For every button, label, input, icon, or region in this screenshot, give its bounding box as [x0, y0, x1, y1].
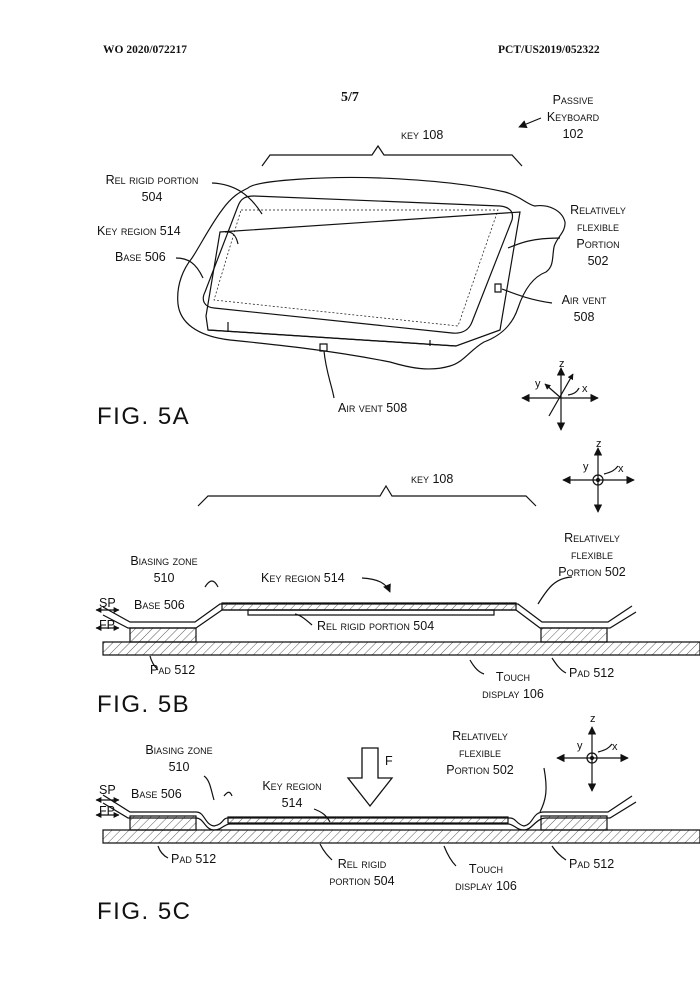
rel-rigid-portion-line1: Rel rigid portion [105, 173, 199, 187]
publication-number: WO 2020/072217 [103, 44, 188, 56]
sp-label-5b: SP [99, 596, 116, 610]
fig5b-drawing [95, 447, 700, 674]
air-vent-right-line2: 508 [573, 310, 595, 324]
axis-triad-5a [521, 367, 599, 431]
rel-rigid-portion-label-5b: Rel rigid portion 504 [317, 619, 435, 633]
relatively-flexible-line3: Portion [576, 237, 620, 251]
relatively-flexible-5c-line3: Portion 502 [446, 763, 514, 777]
passive-keyboard-label: Passive Keyboard 102 [538, 92, 608, 143]
relatively-flexible-label-5c: Relatively flexible Portion 502 [432, 728, 528, 779]
biasing-zone-label-5b: Biasing zone 510 [116, 553, 212, 587]
fig5a-drawing [176, 118, 599, 431]
biasing-zone-5c-line1: Biasing zone [145, 743, 213, 757]
fig5c-drawing [95, 726, 700, 866]
biasing-zone-label-5c: Biasing zone 510 [131, 742, 227, 776]
axis-x-5b: x [618, 463, 624, 475]
relatively-flexible-5b-line3: Portion 502 [558, 565, 626, 579]
biasing-zone-5c-line2: 510 [168, 760, 190, 774]
pad-right-label-5c: Pad 512 [569, 857, 615, 871]
relatively-flexible-line2: flexible [576, 220, 620, 234]
relatively-flexible-5b-line1: Relatively [564, 531, 620, 545]
rel-rigid-portion-line2: 504 [141, 190, 163, 204]
axis-z-5b: z [596, 438, 602, 450]
axis-triad-5c [556, 726, 629, 792]
passive-keyboard-line1: Passive [552, 93, 594, 107]
touch-display-label-5c: Touch display 106 [442, 861, 530, 895]
passive-keyboard-line2: Keyboard [546, 110, 600, 124]
rel-rigid-5c-line1: Rel rigid [337, 857, 387, 871]
relatively-flexible-5c-line2: flexible [458, 746, 502, 760]
biasing-zone-line1: Biasing zone [130, 554, 198, 568]
key-region-label-5a: Key region 514 [97, 224, 181, 238]
key-region-5c-line2: 514 [281, 796, 303, 810]
touch-display-5b-line1: Touch [495, 670, 531, 684]
sp-label-5c: SP [99, 783, 116, 797]
relatively-flexible-label-5b: Relatively flexible Portion 502 [548, 530, 636, 581]
base-label-5a: Base 506 [115, 250, 166, 264]
key-region-label-5b: Key region 514 [261, 571, 345, 585]
axis-triad-5b [562, 447, 635, 513]
pad-left-label-5c: Pad 512 [171, 852, 217, 866]
axis-y-5b: y [583, 461, 589, 473]
axis-x-5c: x [612, 741, 618, 753]
key-region-5c-line1: Key region [262, 779, 322, 793]
fp-label-5c: FP [99, 804, 115, 818]
key-region-label-5c: Key region 514 [248, 778, 336, 812]
relatively-flexible-label-5a: Relatively flexible Portion 502 [560, 202, 636, 270]
relatively-flexible-5b-line2: flexible [570, 548, 614, 562]
axis-y-5c: y [577, 740, 583, 752]
pad-left-label-5b: Pad 512 [150, 663, 196, 677]
key-108-label-5b: key 108 [411, 472, 454, 486]
rel-rigid-portion-label-5a: Rel rigid portion 504 [94, 172, 210, 206]
fp-label-5b: FP [99, 618, 115, 632]
application-number: PCT/US2019/052322 [498, 44, 600, 56]
relatively-flexible-line4: 502 [587, 254, 609, 268]
passive-keyboard-line3: 102 [562, 127, 584, 141]
touch-display-5b-line2: display 106 [482, 687, 544, 701]
relatively-flexible-line1: Relatively [570, 203, 626, 217]
touch-display-5c-line1: Touch [468, 862, 504, 876]
pad-right-label-5b: Pad 512 [569, 666, 615, 680]
base-label-5c: Base 506 [131, 787, 182, 801]
air-vent-bottom-label: Air vent 508 [338, 401, 408, 415]
fig-5b-caption: FIG. 5B [97, 691, 191, 718]
axis-z-5c: z [590, 713, 596, 725]
air-vent-right-line1: Air vent [561, 293, 607, 307]
rel-rigid-5c-line2: portion 504 [329, 874, 395, 888]
rel-rigid-portion-label-5c: Rel rigid portion 504 [318, 856, 406, 890]
touch-display-label-5b: Touch display 106 [470, 669, 556, 703]
fig-5c-caption: FIG. 5C [97, 898, 192, 925]
key-108-label-5a: key 108 [401, 128, 444, 142]
axis-x-5a: x [582, 383, 588, 395]
biasing-zone-line2: 510 [153, 571, 175, 585]
relatively-flexible-5c-line1: Relatively [452, 729, 508, 743]
touch-display-5c-line2: display 106 [455, 879, 517, 893]
base-label-5b: Base 506 [134, 598, 185, 612]
axis-z-5a: z [559, 358, 565, 370]
fig-5a-caption: FIG. 5A [97, 403, 191, 430]
sheet-number: 5/7 [341, 90, 359, 105]
air-vent-right-label: Air vent 508 [552, 292, 616, 326]
axis-y-5a: y [535, 378, 541, 390]
force-label: F [385, 754, 393, 768]
